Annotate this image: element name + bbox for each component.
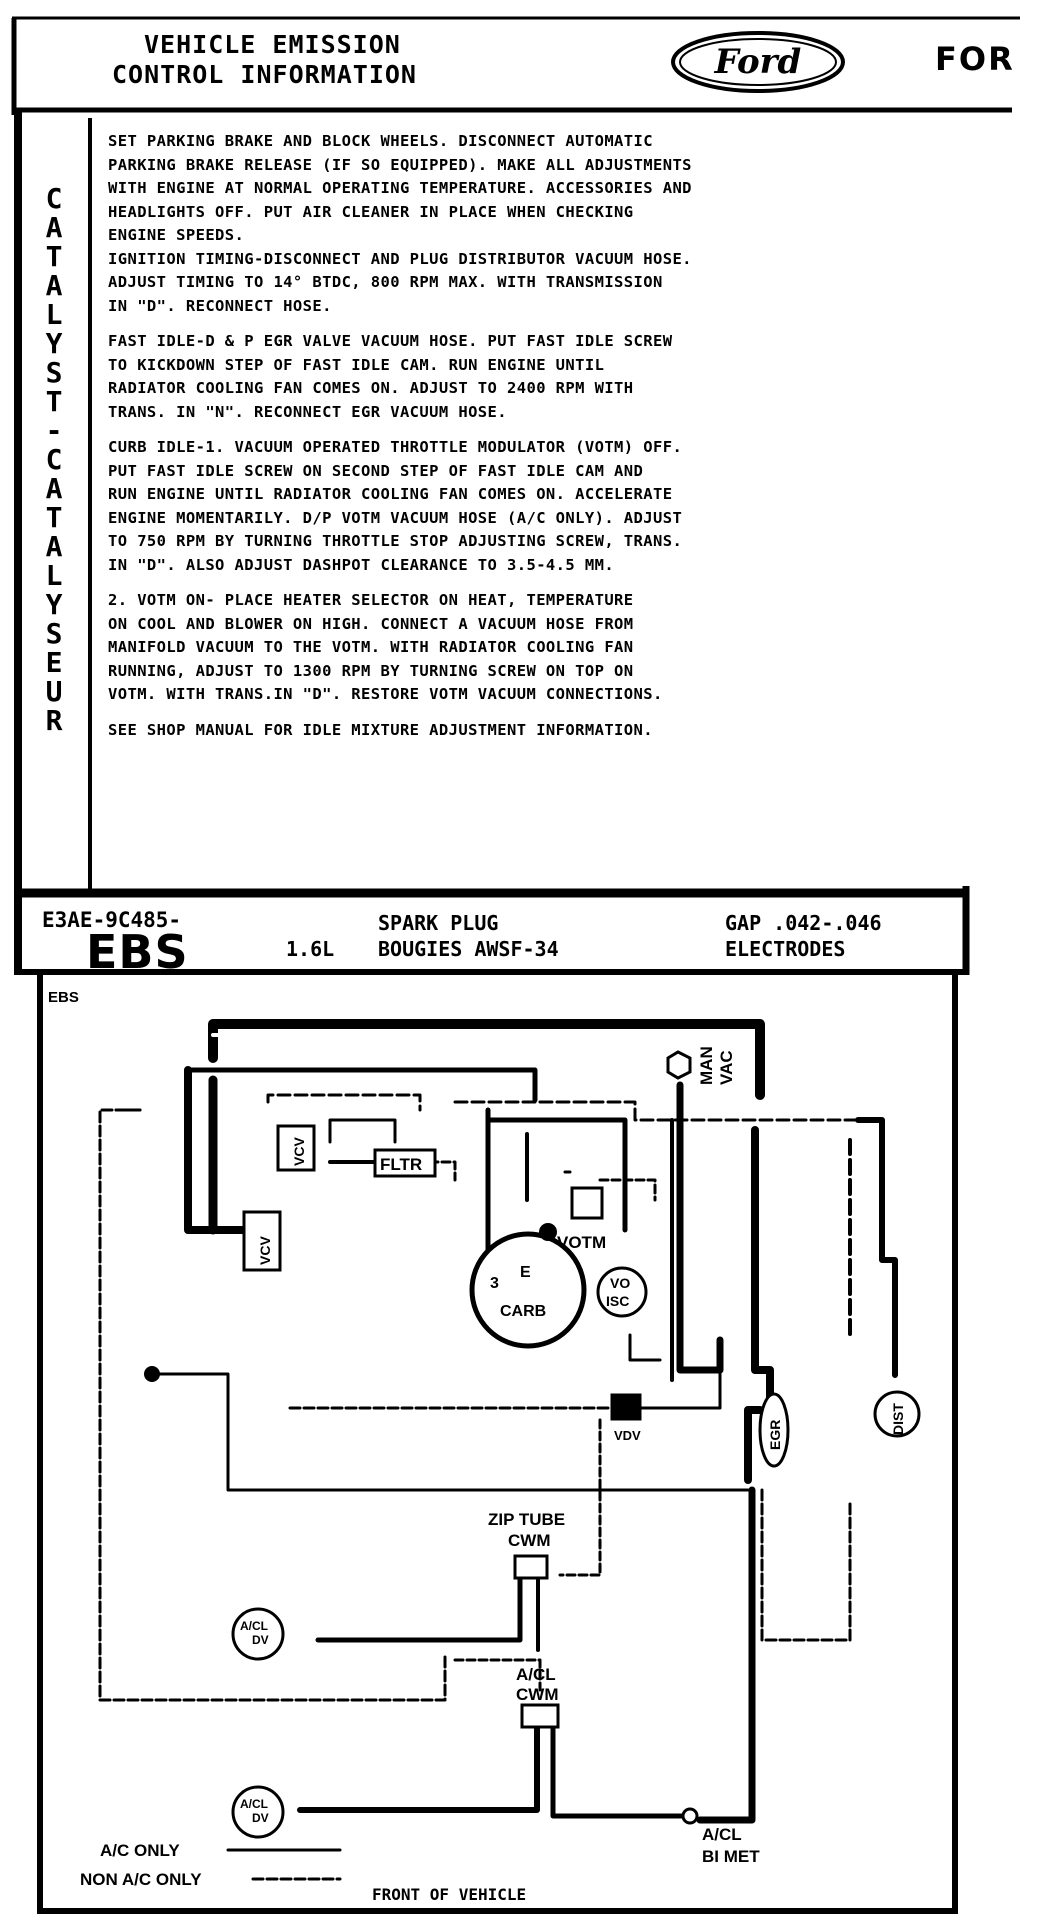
legend-non-ac-only: NON A/C ONLY bbox=[80, 1870, 202, 1889]
legend-ac-only: A/C ONLY bbox=[100, 1841, 180, 1860]
instruction-paragraph: SET PARKING BRAKE AND BLOCK WHEELS. DISC… bbox=[108, 132, 692, 315]
carburetor bbox=[469, 1231, 587, 1349]
side-letter: L bbox=[45, 559, 63, 592]
carb-label: CARB bbox=[500, 1303, 546, 1320]
instruction-paragraph: CURB IDLE-1. VACUUM OPERATED THROTTLE MO… bbox=[108, 438, 683, 574]
side-letter: A bbox=[45, 211, 63, 244]
votm-label: VOTM bbox=[557, 1233, 606, 1252]
vcv-lower-valve bbox=[242, 1210, 282, 1272]
votm-port bbox=[539, 1223, 557, 1241]
plug-gap-label: GAP .042-.046 bbox=[725, 911, 882, 935]
instruction-paragraph: 2. VOTM ON- PLACE HEATER SELECTOR ON HEA… bbox=[108, 591, 663, 703]
spark-plug-value: BOUGIES AWSF-34 bbox=[378, 937, 559, 961]
side-letter: C bbox=[45, 182, 63, 215]
zip-tube-cwm bbox=[513, 1554, 549, 1580]
side-letter: Y bbox=[45, 588, 63, 621]
acl-dv-upper-label-1: A/CL bbox=[240, 1619, 268, 1633]
isc-label: ISC bbox=[606, 1293, 629, 1309]
side-letter: S bbox=[45, 356, 63, 389]
fltr-box bbox=[373, 1148, 437, 1178]
acl-dv-lower-label-2: DV bbox=[252, 1811, 269, 1825]
side-letter: C bbox=[45, 443, 63, 476]
egr-valve bbox=[758, 1392, 790, 1468]
carb-port-e: E bbox=[520, 1264, 531, 1281]
dist-label: DIST bbox=[890, 1403, 906, 1435]
spark-plug-label: SPARK PLUG bbox=[378, 911, 499, 935]
fltr-label: FLTR bbox=[380, 1155, 422, 1174]
side-letter: S bbox=[45, 617, 63, 650]
engine-displacement: 1.6L bbox=[286, 937, 335, 961]
cwm-upper-label: CWM bbox=[508, 1531, 550, 1550]
side-letter: U bbox=[45, 675, 63, 708]
votm-actuator bbox=[570, 1186, 604, 1220]
side-letter: A bbox=[45, 472, 63, 505]
man-vac-port bbox=[666, 1050, 692, 1080]
acl-bimet-label-2: BI MET bbox=[702, 1847, 760, 1866]
title-line-1: VEHICLE EMISSION bbox=[144, 30, 401, 59]
distributor bbox=[873, 1390, 921, 1438]
acl-cwm-lower bbox=[520, 1703, 560, 1729]
diagram-code: EBS bbox=[48, 989, 79, 1006]
brand-text: FOR bbox=[935, 40, 1015, 78]
vo-label: VO bbox=[610, 1275, 630, 1291]
instruction-paragraph: SEE SHOP MANUAL FOR IDLE MIXTURE ADJUSTM… bbox=[108, 720, 653, 739]
acl-cwm-label-2: CWM bbox=[516, 1685, 558, 1704]
spark-plug-spec: SPARK PLUG BOUGIES AWSF-34 bbox=[378, 910, 559, 962]
carb-port-3: 3 bbox=[490, 1275, 499, 1292]
acl-dv-upper-label-2: DV bbox=[252, 1633, 269, 1647]
side-letter: T bbox=[45, 385, 63, 418]
vo-isc-valve bbox=[596, 1266, 648, 1318]
side-letter: L bbox=[45, 298, 63, 331]
title-line-2: CONTROL INFORMATION bbox=[112, 60, 417, 89]
adjustment-instructions: SET PARKING BRAKE AND BLOCK WHEELS. DISC… bbox=[108, 130, 988, 754]
bleed-port bbox=[144, 1366, 160, 1382]
side-letter: T bbox=[45, 501, 63, 534]
acl-bimet-label-1: A/CL bbox=[702, 1825, 742, 1844]
front-of-vehicle-label: FRONT OF VEHICLE bbox=[372, 1885, 526, 1904]
ford-logo-text: Ford bbox=[714, 42, 802, 82]
side-letter: R bbox=[45, 704, 63, 737]
man-label: MAN bbox=[697, 1046, 716, 1085]
vdv-label: VDV bbox=[614, 1428, 641, 1443]
side-letter: Y bbox=[45, 327, 63, 360]
zip-tube-label: ZIP TUBE bbox=[488, 1510, 565, 1529]
vdv-valve bbox=[610, 1393, 642, 1421]
side-letter: - bbox=[45, 414, 63, 447]
ford-oval-logo: Ford bbox=[671, 31, 845, 93]
plug-gap-spec: GAP .042-.046 ELECTRODES bbox=[725, 910, 882, 962]
acl-dv-lower-label-1: A/CL bbox=[240, 1797, 268, 1811]
vac-label: VAC bbox=[717, 1050, 736, 1085]
egr-label: EGR bbox=[767, 1420, 783, 1450]
vcv-upper-valve bbox=[276, 1124, 316, 1172]
side-letter: T bbox=[45, 240, 63, 273]
calibration-part-number: E3AE-9C485- bbox=[42, 908, 182, 932]
instruction-paragraph: FAST IDLE-D & P EGR VALVE VACUUM HOSE. P… bbox=[108, 332, 673, 421]
side-letter: A bbox=[45, 530, 63, 563]
acl-cwm-label-1: A/CL bbox=[516, 1665, 556, 1684]
side-letter: A bbox=[45, 269, 63, 302]
vcv-upper-label: VCV bbox=[291, 1137, 307, 1166]
calibration-code: EBS bbox=[86, 925, 189, 979]
acl-dv-lower bbox=[231, 1785, 285, 1839]
acl-bimet-sensor bbox=[681, 1807, 699, 1825]
side-letter: E bbox=[45, 646, 63, 679]
vcv-lower-label: VCV bbox=[257, 1236, 273, 1265]
acl-dv-upper bbox=[231, 1607, 285, 1661]
plug-gap-sub: ELECTRODES bbox=[725, 937, 846, 961]
label-title: VEHICLE EMISSION CONTROL INFORMATION bbox=[112, 30, 417, 90]
